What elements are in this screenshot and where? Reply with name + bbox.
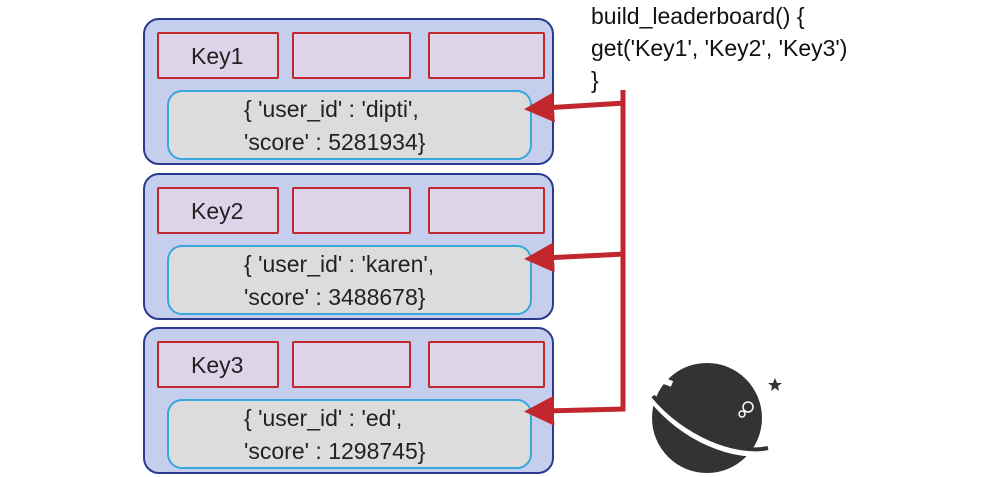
key-label: Key2 <box>191 198 244 224</box>
value-line-score: 'score' : 5281934} <box>244 129 426 155</box>
key-group-3: Key3 { 'user_id' : 'ed', 'score' : 12987… <box>143 327 554 474</box>
code-function-line: build_leaderboard() { <box>591 3 805 29</box>
value-box: { 'user_id' : 'ed', 'score' : 1298745} <box>167 399 532 469</box>
empty-slot <box>292 187 411 234</box>
value-line-user: { 'user_id' : 'karen', <box>244 251 435 277</box>
empty-slot <box>428 187 545 234</box>
value-line-user: { 'user_id' : 'ed', <box>244 405 403 431</box>
empty-slot <box>292 341 411 388</box>
key-group-2: Key2 { 'user_id' : 'karen', 'score' : 34… <box>143 173 554 320</box>
key-label: Key1 <box>191 43 244 69</box>
value-line-score: 'score' : 1298745} <box>244 438 426 464</box>
arrow-to-key1 <box>524 92 626 123</box>
code-close-brace: } <box>591 67 599 93</box>
key-label: Key3 <box>191 352 244 378</box>
arrow-to-key3 <box>524 395 626 426</box>
value-box: { 'user_id' : 'karen', 'score' : 3488678… <box>167 245 532 315</box>
empty-slot <box>292 32 411 79</box>
arrow-to-key2 <box>524 242 626 273</box>
planet-with-ring-icon <box>639 363 771 473</box>
star-icon <box>768 378 782 391</box>
key-slot: Key2 <box>157 187 279 234</box>
connector-arrows <box>524 90 626 426</box>
key-slot: Key1 <box>157 32 279 79</box>
value-line-user: { 'user_id' : 'dipti', <box>244 96 419 122</box>
code-get-line: get('Key1', 'Key2', 'Key3') <box>591 35 848 61</box>
empty-slot <box>428 32 545 79</box>
key-group-1: Key1 { 'user_id' : 'dipti', 'score' : 52… <box>143 18 554 165</box>
value-box: { 'user_id' : 'dipti', 'score' : 5281934… <box>167 90 532 160</box>
value-line-score: 'score' : 3488678} <box>244 284 426 310</box>
empty-slot <box>428 341 545 388</box>
key-slot: Key3 <box>157 341 279 388</box>
